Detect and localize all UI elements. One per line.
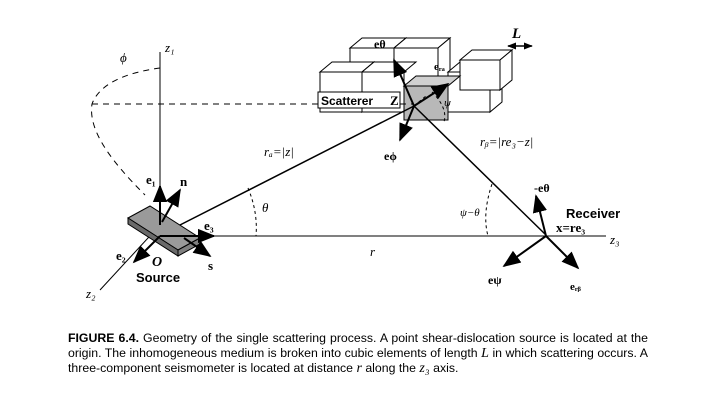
e2-arrow xyxy=(132,235,161,264)
scatterer-vectors xyxy=(393,58,450,142)
labels: z₁ z₂ z₃ ϕ θ ψ ψ−θ e₁ n e₃ e₂ s O Source… xyxy=(85,26,620,301)
receiver-vectors xyxy=(502,194,580,270)
theta-arc xyxy=(247,187,257,237)
ra-label: rₐ=|z| xyxy=(264,144,294,159)
caption-text-4: axis. xyxy=(433,361,459,376)
psi-arc xyxy=(431,91,446,123)
caption-text-3: along the xyxy=(365,361,416,376)
L-label: L xyxy=(511,26,521,42)
cube xyxy=(458,48,514,92)
z1-label: z₁ xyxy=(164,40,175,55)
e2-label: e₂ xyxy=(116,248,126,263)
psi-theta-label: ψ−θ xyxy=(460,207,480,219)
e3-label: e₃ xyxy=(204,218,214,233)
scatterer-label-box xyxy=(317,91,401,109)
caption-r: r xyxy=(356,361,362,377)
z2-label: z₂ xyxy=(85,286,96,301)
phi-arc xyxy=(91,67,161,196)
angle-arcs xyxy=(247,91,493,237)
source-vectors xyxy=(132,184,216,264)
caption-lead: FIGURE 6.4. xyxy=(68,331,139,345)
e-rb-label: eᵣᵦ xyxy=(570,281,582,293)
theta-label: θ xyxy=(262,200,269,215)
figure-caption: FIGURE 6.4. Geometry of the single scatt… xyxy=(68,331,648,377)
minus-e-theta-label: -eθ xyxy=(534,181,550,195)
caption-text-1: Geometry of the single scattering proces… xyxy=(68,331,648,361)
origin-label: O xyxy=(152,255,162,270)
e-ra-label: eᵣₐ xyxy=(434,61,446,73)
figure-diagram: z₁ z₂ z₃ ϕ θ ψ ψ−θ e₁ n e₃ e₂ s O Source… xyxy=(85,26,620,301)
phi-label: ϕ xyxy=(120,50,127,65)
scatterer-label: Scatterer xyxy=(321,94,373,108)
e-rb-arrow xyxy=(545,235,580,270)
n-arrow xyxy=(161,188,181,223)
source-label: Source xyxy=(136,270,180,285)
ra-line xyxy=(177,105,415,227)
s-arrow xyxy=(183,237,212,258)
z3-label: z₃ xyxy=(609,232,620,247)
e-ra-arrow xyxy=(413,83,450,107)
e-phi-label: eϕ xyxy=(384,149,397,163)
e-theta-arrow xyxy=(393,58,415,107)
rb-line xyxy=(413,105,547,236)
e-theta-label: eθ xyxy=(374,37,386,51)
scatterer-z-label: Z xyxy=(390,93,399,108)
axes xyxy=(99,52,606,291)
n-label: n xyxy=(180,174,188,189)
minus-e-theta-arrow xyxy=(532,194,547,237)
r-label: r xyxy=(370,244,376,259)
caption-L: L xyxy=(481,346,489,362)
e1-label: e₁ xyxy=(146,172,156,187)
receiver-x-label: x=re₃ xyxy=(556,220,585,235)
caption-text-2: in which scattering occurs. A three-comp… xyxy=(68,346,648,376)
receiver-label: Receiver xyxy=(566,206,620,221)
caption-z3: z₃ xyxy=(419,361,430,377)
e-psi-arrow xyxy=(502,235,547,268)
psi-theta-arc xyxy=(485,183,493,237)
e-phi-arrow xyxy=(399,105,415,142)
psi-label: ψ xyxy=(444,97,451,109)
e-psi-label: eψ xyxy=(488,273,502,287)
rb-label: rᵦ=|re₃−z| xyxy=(480,134,533,149)
s-label: s xyxy=(208,258,213,273)
